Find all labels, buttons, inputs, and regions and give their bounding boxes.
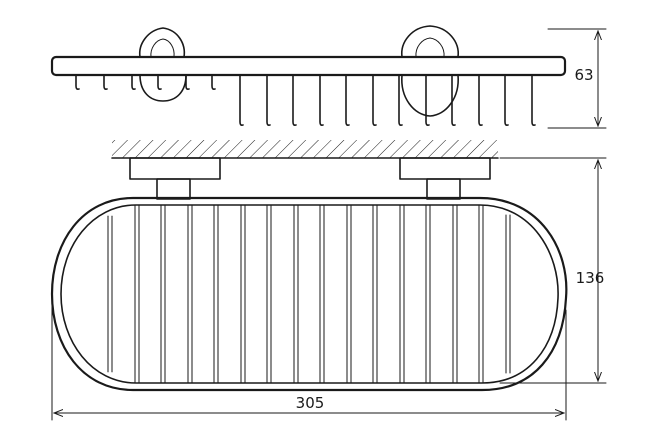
basket-tines <box>75 74 536 126</box>
right-wall-bracket <box>399 157 491 200</box>
long-tine <box>266 74 271 126</box>
long-tine <box>239 74 244 126</box>
short-tine <box>131 74 136 90</box>
long-tine <box>478 74 483 126</box>
left-mount-rosette <box>138 27 186 58</box>
long-tine <box>345 74 350 126</box>
depth-dimension-label: 136 <box>576 269 605 287</box>
short-tine <box>157 74 162 90</box>
side-view <box>50 25 567 126</box>
wall-hatching <box>112 140 498 158</box>
long-tine <box>504 74 509 126</box>
right-mount-rosette-inner <box>415 37 445 58</box>
depth-dimension: 136 <box>499 157 607 384</box>
height-dimension: 63 <box>547 28 607 129</box>
short-tine <box>211 74 216 90</box>
width-dimension: 305 <box>51 299 567 421</box>
long-tine <box>451 74 456 126</box>
long-tine <box>398 74 403 126</box>
height-dimension-label: 63 <box>574 66 593 84</box>
long-tine <box>292 74 297 126</box>
top-rail <box>50 55 567 77</box>
left-mount-boss <box>139 74 187 102</box>
left-mount-rosette-inner <box>150 38 175 58</box>
plan-view <box>50 140 568 392</box>
width-dimension-label: 305 <box>296 394 325 412</box>
basket-wires <box>107 204 511 384</box>
short-tine <box>103 74 108 90</box>
long-tine <box>425 74 430 126</box>
long-tine <box>372 74 377 126</box>
basket-outer-frame <box>50 196 568 392</box>
left-wall-bracket <box>129 157 221 200</box>
basket-inner-frame <box>60 204 559 384</box>
long-tine <box>319 74 324 126</box>
short-tine <box>75 74 80 90</box>
short-tine <box>185 74 190 90</box>
right-mount-boss <box>401 74 459 117</box>
long-tine <box>531 74 536 126</box>
right-mount-rosette <box>401 25 459 58</box>
